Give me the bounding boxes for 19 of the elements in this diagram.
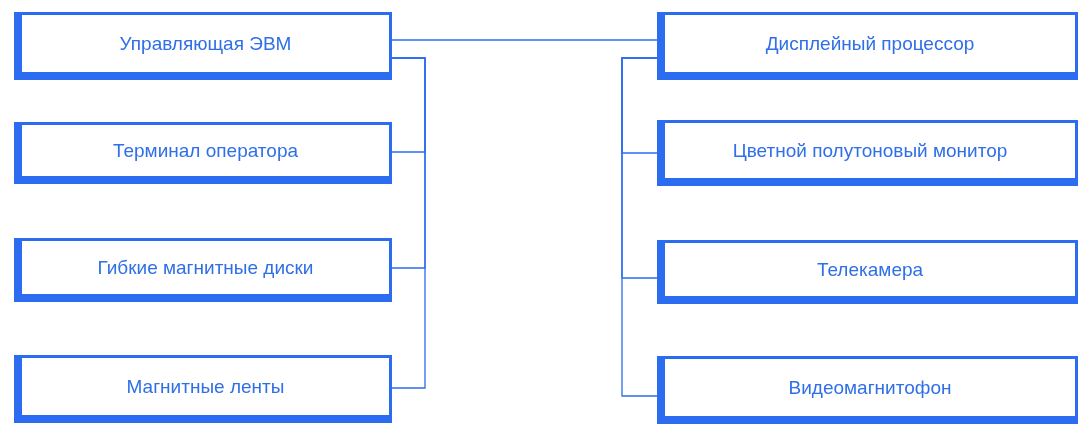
device-label: Управляющая ЭВМ — [119, 32, 292, 55]
device-box — [657, 356, 1078, 424]
device-box — [14, 238, 392, 302]
device-box — [657, 120, 1078, 186]
device-box — [14, 122, 392, 184]
device-label: Гибкие магнитные диски — [97, 256, 314, 279]
device-label: Магнитные ленты — [126, 375, 285, 398]
connector-line — [391, 57, 426, 389]
connector-line — [391, 39, 658, 41]
device-label: Видеомагнитофон — [788, 376, 952, 399]
device-box — [657, 240, 1078, 304]
device-box — [657, 12, 1078, 80]
device-label: Терминал оператора — [112, 139, 299, 162]
device-label: Дисплейный процессор — [765, 32, 975, 55]
device-label: Цветной полутоновый монитор — [732, 139, 1008, 162]
device-box — [14, 355, 392, 423]
device-box — [14, 12, 392, 80]
device-label: Телекамера — [816, 258, 924, 281]
connector-line — [621, 57, 658, 397]
